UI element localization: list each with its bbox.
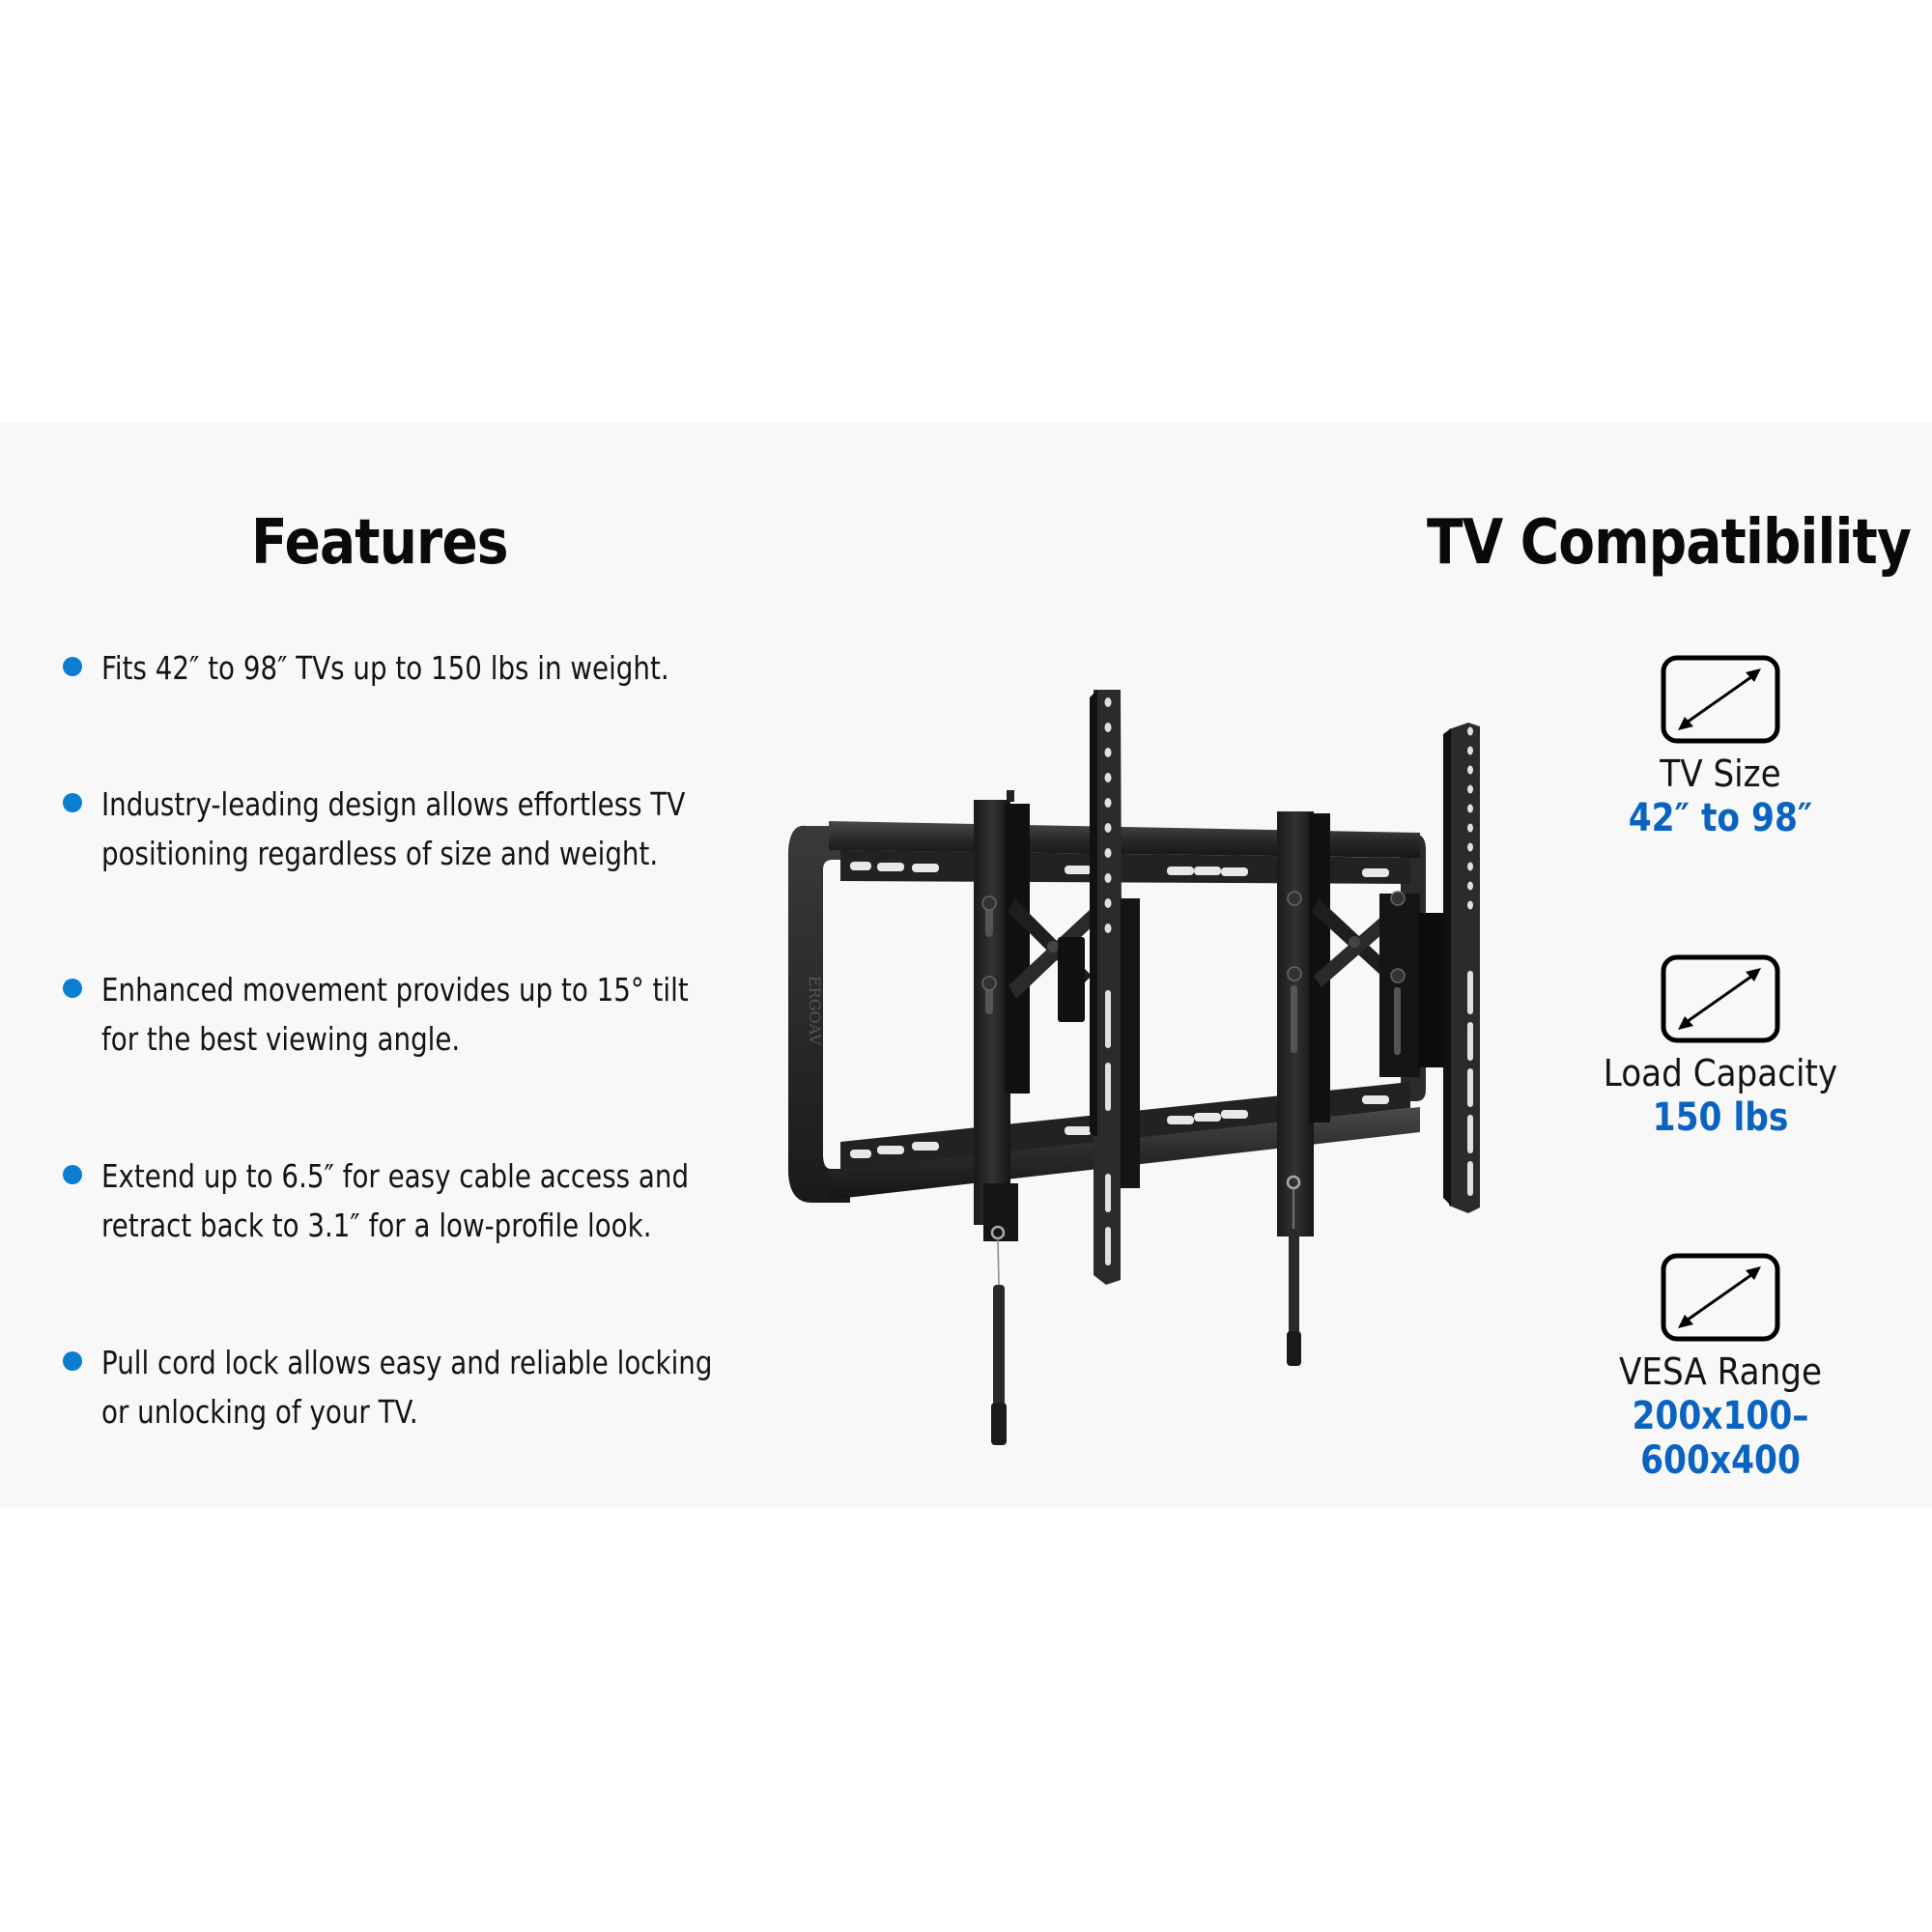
feature-text: Enhanced movement provides up to 15° til…: [101, 971, 689, 1058]
feature-text: Fits 42″ to 98″ TVs up to 150 lbs in wei…: [101, 649, 669, 687]
bullet-icon: [63, 1351, 82, 1371]
spec-label: Load Capacity: [1603, 1052, 1838, 1094]
bullet-icon: [63, 979, 82, 998]
bullet-icon: [63, 793, 82, 812]
spec-value: 150 lbs: [1652, 1095, 1789, 1140]
tv-wall-mount-image: ERGOAV: [788, 690, 1480, 1445]
spec-tv-size: TV Size 42″ to 98″: [1527, 655, 1914, 840]
spec-label: TV Size: [1660, 753, 1781, 795]
brand-mark: ERGOAV: [806, 976, 824, 1045]
spec-load-capacity: Load Capacity 150 lbs: [1527, 954, 1914, 1140]
screen-diagonal-icon: [1661, 655, 1780, 744]
screen-diagonal-icon: [1661, 954, 1780, 1043]
spec-vesa-range: VESA Range 200x100–600x400: [1527, 1253, 1914, 1483]
content-band: [0, 422, 1932, 1509]
feature-text: Industry-leading design allows effortles…: [101, 785, 686, 872]
spec-value: 42″ to 98″: [1628, 796, 1813, 840]
feature-text: Pull cord lock allows easy and reliable …: [101, 1344, 713, 1431]
bullet-icon: [63, 657, 82, 676]
bullet-icon: [63, 1165, 82, 1184]
spec-value: 200x100–600x400: [1632, 1394, 1809, 1483]
spec-label: VESA Range: [1618, 1350, 1823, 1393]
screen-diagonal-icon: [1661, 1253, 1780, 1342]
tv-compatibility-heading: TV Compatibility: [1427, 507, 1912, 579]
features-heading: Features: [251, 507, 509, 579]
feature-text: Extend up to 6.5″ for easy cable access …: [101, 1157, 690, 1244]
